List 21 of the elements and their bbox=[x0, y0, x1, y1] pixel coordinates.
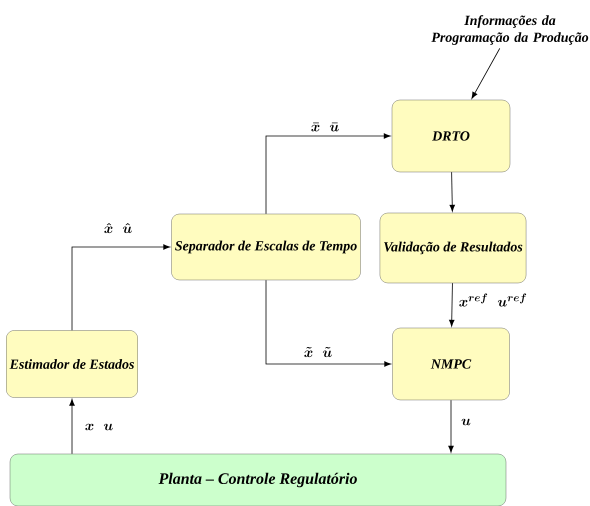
input-text: Informações da Programação da Produção bbox=[431, 15, 588, 45]
arrow bbox=[449, 282, 454, 327]
arrow bbox=[266, 133, 391, 214]
plant-box: Planta – Controle Regulatório bbox=[10, 454, 506, 506]
edge-label: $u$ bbox=[460, 418, 472, 426]
edge-label: $\bar{x}\;\;\bar{u}$ bbox=[310, 122, 340, 132]
arrow bbox=[450, 172, 455, 212]
arrow bbox=[69, 398, 75, 454]
arrow bbox=[472, 48, 500, 99]
arrow bbox=[266, 280, 392, 367]
edge-label: $x\;\;u$ bbox=[84, 422, 114, 432]
edge-label: $x^{ref}\;\;u^{ref}$ bbox=[458, 292, 528, 308]
process-box: NMPC bbox=[392, 328, 510, 400]
arrow bbox=[72, 244, 170, 331]
edge-label: $\tilde{x}\;\;\tilde{u}$ bbox=[302, 346, 334, 358]
process-box: Separador de Escalas de Tempo bbox=[171, 214, 361, 280]
process-box: DRTO bbox=[392, 100, 510, 172]
process-box: Estimador de Estados bbox=[6, 330, 138, 398]
arrow bbox=[448, 400, 454, 453]
process-box: Validação de Resultados bbox=[380, 212, 526, 284]
edge-label: $\hat{x}\;\;\hat{u}$ bbox=[102, 222, 134, 234]
